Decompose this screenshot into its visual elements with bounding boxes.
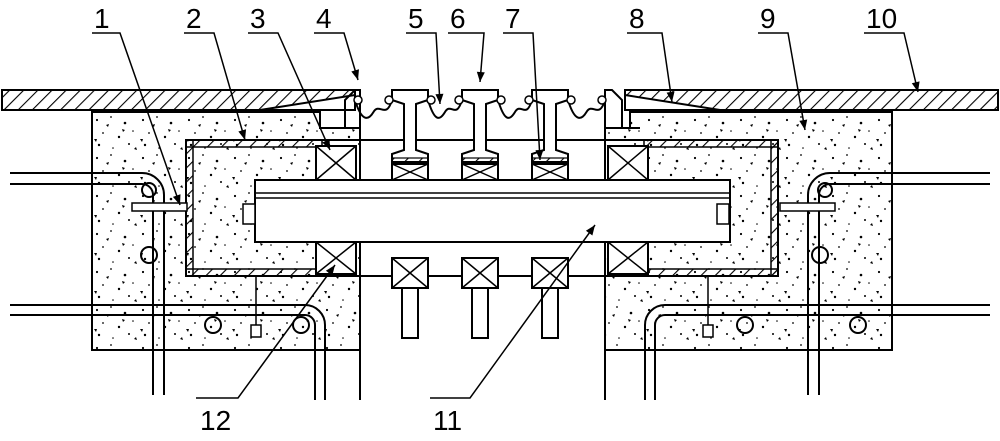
leader-arrow-1 <box>172 194 181 205</box>
support-beam <box>242 179 731 243</box>
center-beams <box>391 89 569 165</box>
leader-lines <box>92 32 920 399</box>
leader-arrow-7 <box>535 149 544 160</box>
leader-line-11 <box>196 264 336 399</box>
label-12: 12 <box>200 405 231 436</box>
leader-arrow-4 <box>351 69 359 80</box>
label-3: 3 <box>250 3 266 34</box>
leader-arrow-8 <box>666 91 675 102</box>
beam-bearing-post-2 <box>471 287 489 339</box>
beam-bearing-lower-3 <box>531 257 569 289</box>
leader-arrow-6 <box>476 71 485 82</box>
label-6: 6 <box>450 3 466 34</box>
seal-bolt <box>597 95 607 105</box>
leader-line-1 <box>92 32 181 206</box>
leader-arrow-3 <box>322 139 330 150</box>
leader-arrow-5 <box>435 93 444 104</box>
seal-bolt <box>384 95 394 105</box>
leader-line-4 <box>314 32 359 81</box>
sealing-strip-3 <box>497 99 533 119</box>
label-4: 4 <box>316 3 332 34</box>
beam-bearing-lower-1 <box>391 257 429 289</box>
lower-bearing-right <box>607 241 649 275</box>
leader-line-12 <box>430 224 596 399</box>
label-7: 7 <box>505 3 521 34</box>
leader-line-5 <box>406 32 441 105</box>
upper-bearing-left <box>315 145 357 181</box>
lower-bearing-left <box>315 241 357 275</box>
part-labels: 1 2 3 4 5 6 7 8 9 10 12 11 <box>94 3 897 436</box>
upper-bearing-right <box>607 145 649 181</box>
pavement-layer <box>1 89 999 111</box>
seal-bolt <box>524 95 534 105</box>
beam-bearing-upper-2 <box>461 163 499 181</box>
leader-line-10 <box>864 32 919 93</box>
center-beam-2 <box>461 89 499 165</box>
sealing-strip-4 <box>567 99 606 119</box>
beam-bearing-lower-2 <box>461 257 499 289</box>
beam-bearing-upper-3 <box>531 163 569 181</box>
leader-line-9 <box>758 32 806 131</box>
leader-line-8 <box>627 32 673 103</box>
label-5: 5 <box>408 3 424 34</box>
seal-bolt <box>353 95 363 105</box>
label-8: 8 <box>629 3 645 34</box>
label-9: 9 <box>760 3 776 34</box>
leader-arrow-10 <box>911 81 920 92</box>
label-11: 11 <box>433 405 462 436</box>
seal-bolt <box>496 95 506 105</box>
leader-line-3 <box>248 32 331 151</box>
sealing-strip-1 <box>354 99 393 119</box>
leader-line-7 <box>503 32 541 161</box>
label-1: 1 <box>94 3 110 34</box>
leader-arrow-9 <box>799 119 808 130</box>
sealing-strip-2 <box>427 99 463 119</box>
leader-arrow-2 <box>238 129 247 140</box>
leader-line-6 <box>448 32 485 83</box>
center-beam-1 <box>391 89 429 165</box>
seal-bolt <box>566 95 576 105</box>
seal-bolt <box>426 95 436 105</box>
sealing-strips <box>353 95 607 119</box>
leader-line-2 <box>184 32 246 141</box>
beam-bearing-post-1 <box>401 287 419 339</box>
joint-gap-walls <box>359 350 606 400</box>
label-2: 2 <box>186 3 202 34</box>
label-10: 10 <box>866 3 897 34</box>
seal-bolt <box>454 95 464 105</box>
leader-arrow-11 <box>325 265 335 276</box>
beam-bearing-upper-1 <box>391 163 429 181</box>
leader-arrow-12 <box>585 225 595 236</box>
